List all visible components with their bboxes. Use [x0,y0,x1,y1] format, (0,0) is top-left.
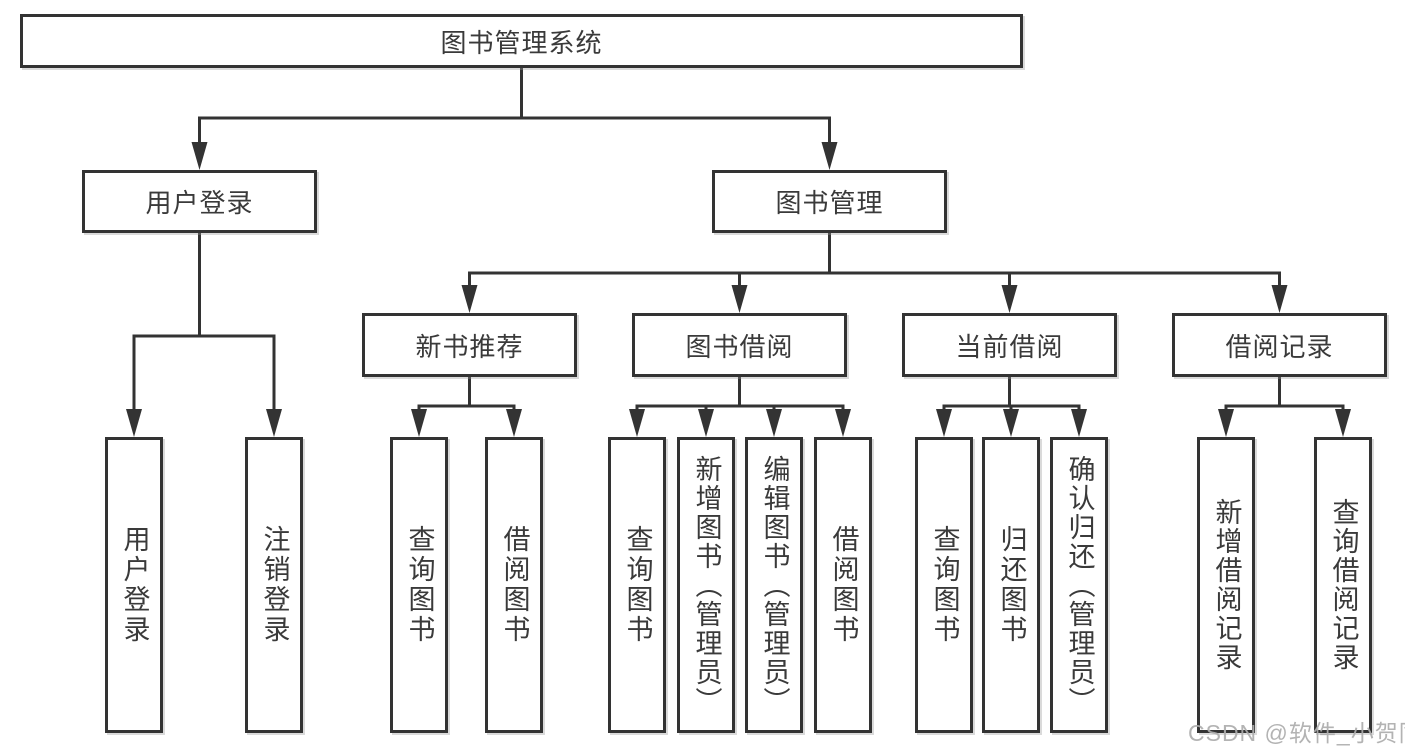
arrowhead [1001,285,1018,313]
leaf-add-books-admin: 新增图书（管理员） [677,437,735,733]
arrowhead [461,285,478,313]
node-label: 用户登录 [119,525,150,645]
arrowhead [126,409,142,437]
leaf-user-login: 用户登录 [105,437,163,733]
arrowhead [698,409,714,437]
edge-current-borrowing-to-leaves [942,375,1081,416]
node-label: 新书推荐 [415,331,524,362]
edge-book-management-to-level3 [468,231,1281,292]
edge-borrowing-records-to-leaves [1224,375,1345,416]
leaf-add-borrow-record: 新增借阅记录 [1197,437,1255,733]
node-label: 当前借阅 [955,331,1064,362]
arrowhead [629,409,645,437]
arrowhead [266,409,282,437]
leaf-return-books: 归还图书 [982,437,1040,733]
node-label: 新增借阅记录 [1211,498,1242,672]
node-label: 确认归还（管理员） [1064,454,1095,716]
arrowhead [506,409,522,437]
arrowhead [731,285,748,313]
leaf-query-books-borrowing: 查询图书 [608,437,666,733]
arrowheads [126,142,1351,437]
arrowhead [1335,409,1351,437]
leaf-borrow-books-recommend: 借阅图书 [485,437,543,733]
node-label: 编辑图书（管理员） [759,454,790,716]
node-label: 归还图书 [996,525,1027,645]
leaf-edit-books-admin: 编辑图书（管理员） [745,437,803,733]
node-label: 借阅记录 [1225,331,1334,362]
node-label: 新增图书（管理员） [691,454,722,716]
arrowhead [411,409,427,437]
node-current-borrowing: 当前借阅 [902,313,1117,377]
node-label: 用户登录 [145,188,254,218]
edge-new-book-recommend-to-leaves [417,375,516,416]
arrowhead [835,409,851,437]
node-label: 查询图书 [404,525,435,645]
edge-user-login-to-leaves [132,231,276,416]
node-label: 查询借阅记录 [1328,498,1359,672]
node-label: 查询图书 [622,525,653,645]
node-label: 注销登录 [259,525,290,645]
arrowhead [766,409,782,437]
arrowhead [821,142,838,170]
leaf-logout: 注销登录 [245,437,303,733]
node-user-login-branch: 用户登录 [82,170,317,233]
node-book-management-branch: 图书管理 [712,170,947,233]
node-new-book-recommend: 新书推荐 [362,313,577,377]
leaf-confirm-return-admin: 确认归还（管理员） [1050,437,1108,733]
node-label: 图书借阅 [685,331,794,362]
node-borrowing-records: 借阅记录 [1172,313,1387,377]
edge-root-to-level2 [198,66,831,150]
csdn-watermark: CSDN @软件_小贺同学 [1188,720,1405,746]
node-label: 查询图书 [929,525,960,645]
arrowhead [936,409,952,437]
leaf-query-books-current: 查询图书 [915,437,973,733]
leaf-query-borrow-record: 查询借阅记录 [1314,437,1372,733]
node-label: 借阅图书 [828,525,859,645]
node-book-borrowing: 图书借阅 [632,313,847,377]
node-label: 图书管理 [775,188,884,218]
node-label: 图书管理系统 [440,27,603,58]
node-library-management-system: 图书管理系统 [20,14,1023,68]
arrowhead [191,142,208,170]
arrowhead [1003,409,1019,437]
edge-book-borrowing-to-leaves [635,375,845,416]
node-label: 借阅图书 [499,525,530,645]
leaf-query-books-recommend: 查询图书 [390,437,448,733]
arrowhead [1071,409,1087,437]
arrowhead [1218,409,1234,437]
leaf-borrow-books-borrowing: 借阅图书 [814,437,872,733]
arrowhead [1271,285,1288,313]
